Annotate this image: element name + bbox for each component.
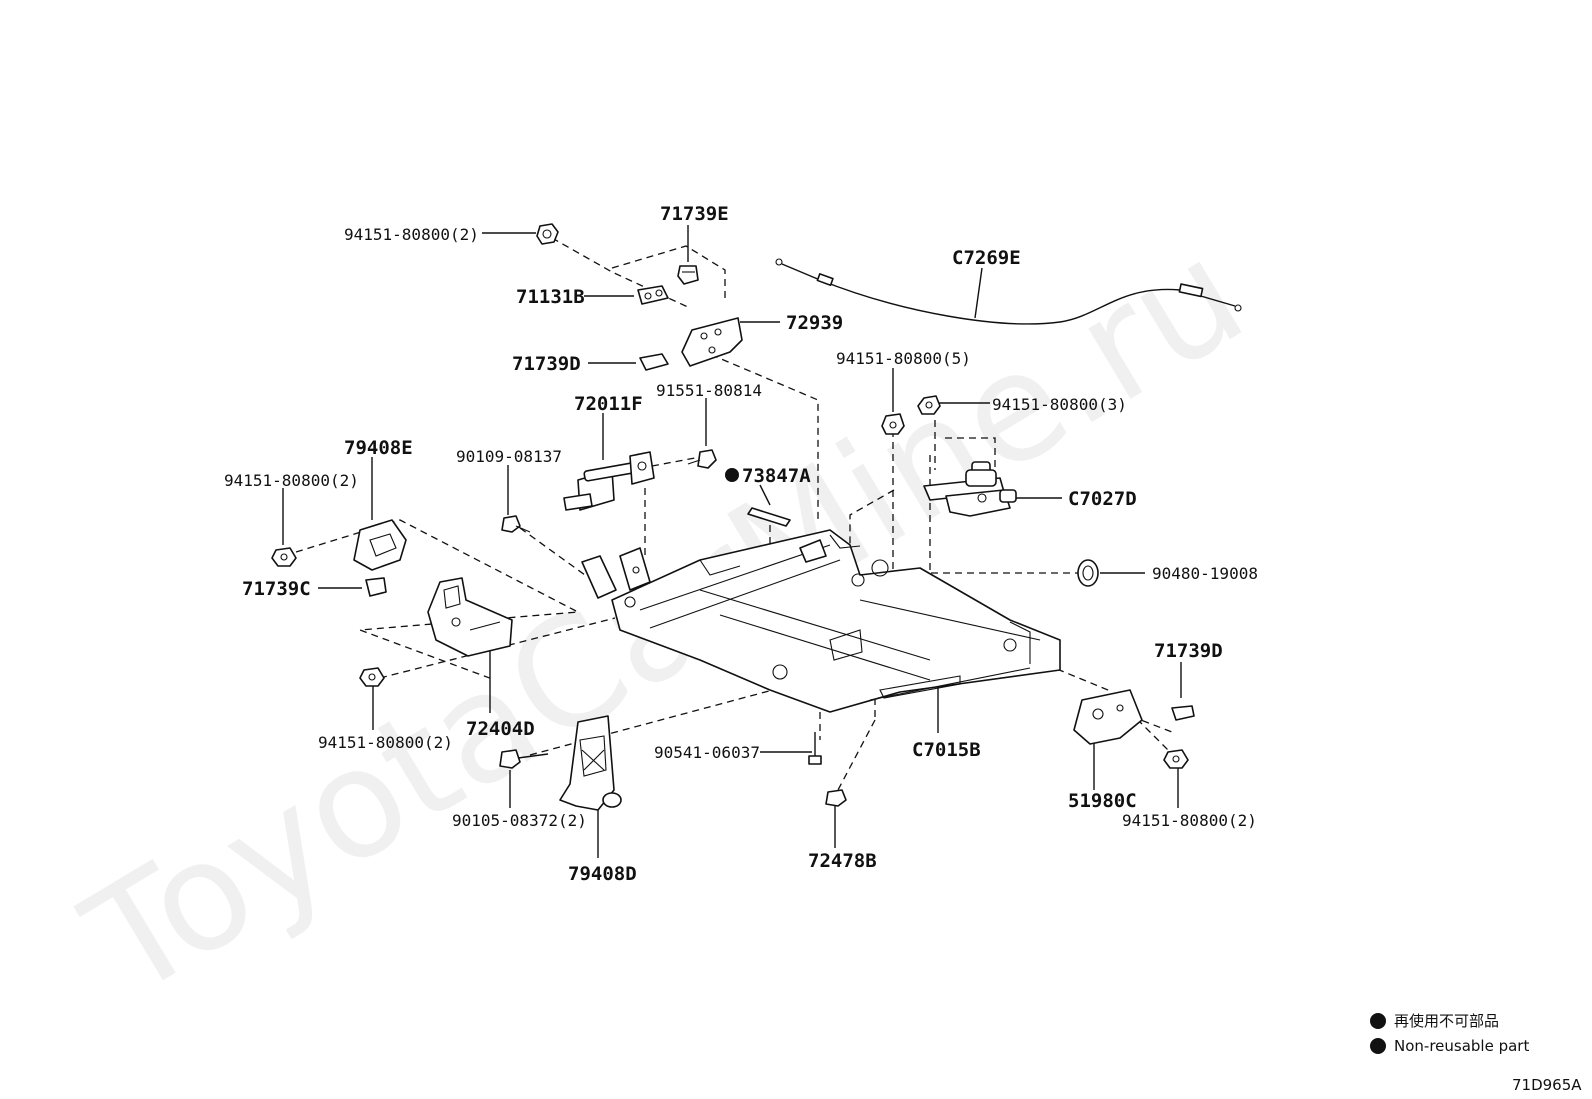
label-90105: 90105-08372(2)	[452, 811, 587, 830]
label-90541: 90541-06037	[654, 743, 760, 762]
legend-dot-jp	[1370, 1013, 1386, 1029]
bolt-90105	[499, 749, 549, 769]
nut-94151-top-left	[536, 223, 559, 245]
bracket-72939	[681, 317, 743, 367]
label-90480: 90480-19008	[1152, 564, 1258, 583]
actuator-c7027d	[923, 461, 1017, 517]
label-71739d-top: 71739D	[512, 353, 581, 375]
bolt-90109	[501, 515, 531, 533]
bushing-90480	[1077, 559, 1099, 587]
legend-dot-en	[1370, 1038, 1386, 1054]
label-c7269e: C7269E	[952, 247, 1021, 269]
nut-94151-bottom-right	[1163, 749, 1189, 769]
label-79408e: 79408E	[344, 437, 413, 459]
label-c7027d: C7027D	[1068, 488, 1137, 510]
pad-71739c	[365, 577, 387, 597]
legend: 再使用不可部品 Non-reusable part	[1370, 1012, 1529, 1055]
diagram-code: 71D965A	[1512, 1076, 1582, 1094]
bracket-51980c	[1073, 689, 1143, 745]
pad-73847a	[747, 507, 791, 527]
leader-lines	[282, 225, 1182, 858]
label-71739e: 71739E	[660, 203, 729, 225]
clip-71739e	[677, 265, 699, 285]
label-94151-bottom-right: 94151-80800(2)	[1122, 811, 1257, 830]
label-90109: 90109-08137	[456, 447, 562, 466]
nut-94151-left	[271, 547, 297, 567]
label-72011f: 72011F	[574, 393, 643, 415]
label-51980c: 51980C	[1068, 790, 1137, 812]
nut-94151-bottom-left	[359, 667, 385, 687]
label-c7015b: C7015B	[912, 739, 981, 761]
label-71131b: 71131B	[516, 286, 585, 308]
bolt-91551	[687, 449, 717, 469]
label-94151-bottom-left: 94151-80800(2)	[318, 733, 453, 752]
label-94151-5: 94151-80800(5)	[836, 349, 971, 368]
label-71739c: 71739C	[242, 578, 311, 600]
part-labels: 94151-80800(2) 71739E C7269E 71131B 7293…	[224, 203, 1258, 885]
legend-text-en: Non-reusable part	[1394, 1037, 1529, 1055]
washer-71131b	[637, 285, 669, 305]
nut-94151-5	[881, 413, 905, 435]
label-79408d: 79408D	[568, 863, 637, 885]
nut-94151-3	[917, 395, 941, 415]
label-72478b: 72478B	[808, 850, 877, 872]
legend-text-jp: 再使用不可部品	[1394, 1012, 1499, 1030]
label-71739d-right: 71739D	[1154, 640, 1223, 662]
bracket-72404d	[427, 577, 513, 657]
seat-frame-c7015b	[581, 529, 1061, 713]
non-reusable-marker	[725, 468, 739, 482]
label-94151-3: 94151-80800(3)	[992, 395, 1127, 414]
label-72404d: 72404D	[466, 718, 535, 740]
label-94151-left: 94151-80800(2)	[224, 471, 359, 490]
cable-c7269e	[775, 258, 1242, 325]
nut-72478b	[825, 789, 847, 807]
label-73847a: 73847A	[742, 465, 811, 487]
label-94151-top-left: 94151-80800(2)	[344, 225, 479, 244]
label-91551: 91551-80814	[656, 381, 762, 400]
pad-71739d-top	[639, 353, 669, 371]
bracket-79408d	[559, 715, 622, 811]
label-72939: 72939	[786, 312, 843, 334]
striker-72011f	[563, 451, 655, 511]
cover-79408e	[353, 519, 407, 571]
pad-71739d-right	[1171, 705, 1195, 721]
bolt-90541	[808, 732, 822, 765]
